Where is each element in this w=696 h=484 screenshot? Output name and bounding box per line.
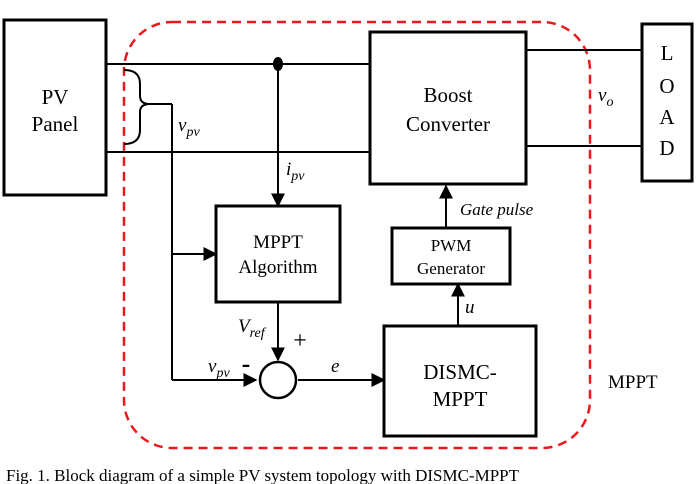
summing-minus-sign: - (242, 349, 251, 378)
mppt-algorithm-block: MPPT Algorithm (214, 204, 342, 304)
pwm-line1: PWM (431, 236, 472, 255)
dismc-mppt-block: DISMC- MPPT (382, 324, 538, 438)
label-v-o: vo (598, 85, 613, 110)
boost-line1: Boost (423, 83, 472, 107)
summing-plus-sign: + (293, 328, 307, 354)
label-i-pv: ipv (286, 159, 305, 184)
load-letter-d: D (659, 136, 674, 160)
mppt-algo-line1: MPPT (253, 232, 303, 253)
label-v-pv-main: vpv (178, 115, 200, 140)
load-letter-l: L (661, 41, 674, 65)
load-letter-a: A (659, 105, 675, 129)
mppt-boundary (122, 20, 592, 450)
dismc-line1: DISMC- (423, 360, 497, 384)
pwm-line2: Generator (417, 259, 485, 278)
mppt-region-label: MPPT (608, 372, 658, 393)
pv-panel-line2: Panel (32, 112, 79, 136)
junction-dot (273, 57, 283, 71)
pwm-generator-block: PWM Generator (390, 226, 512, 286)
pv-panel-block: PV Panel (2, 18, 108, 197)
boost-converter-block: Boost Converter (368, 30, 528, 186)
summing-junction (258, 360, 298, 400)
dismc-line2: MPPT (433, 387, 488, 411)
label-error-e: e (331, 356, 339, 377)
wiring (104, 49, 642, 387)
load-block: L O A D (640, 22, 694, 183)
boost-line2: Converter (406, 112, 490, 136)
label-v-ref: Vref (238, 316, 267, 341)
label-control-u: u (465, 297, 475, 318)
mppt-algo-line2: Algorithm (238, 257, 317, 278)
figure-caption: Fig. 1. Block diagram of a simple PV sys… (6, 466, 520, 484)
label-v-pv-error: vpv (208, 356, 230, 381)
label-gate-pulse: Gate pulse (460, 200, 534, 219)
voltage-brace (123, 69, 151, 145)
pv-panel-line1: PV (42, 85, 69, 109)
load-letter-o: O (659, 74, 674, 98)
